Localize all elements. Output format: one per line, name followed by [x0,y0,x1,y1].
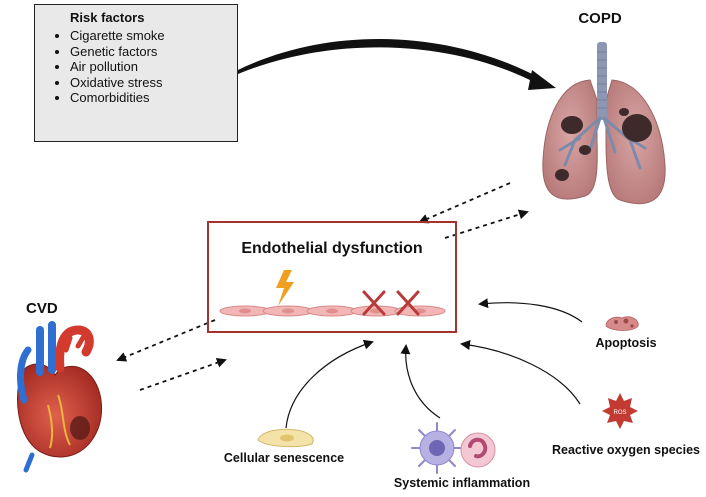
ros-icon: ROS [602,393,638,429]
lightning-icon [276,270,294,306]
risk-factors-box [34,4,238,142]
risk-factors-title: Risk factors [70,10,145,25]
cross-icon [396,290,420,316]
senescent-cell-icon [257,428,314,448]
ros-arrow [460,340,581,405]
risk-factors-list: Cigarette smoke Genetic factors Air poll… [52,28,165,106]
cross-icon [362,290,386,316]
endothelial-to-copd-arrow [444,209,529,239]
endothelial-dysfunction-box [207,221,457,333]
reactive-oxygen-species-label: Reactive oxygen species [552,443,700,457]
apoptosis-arrow [478,298,583,323]
apoptosis-label: Apoptosis [595,336,657,350]
risk-factor-item: Oxidative stress [70,75,165,91]
risk-factor-item: Comorbidities [70,90,165,106]
ros-badge: ROS [613,410,626,416]
copd-to-endothelial-arrow [418,182,511,224]
cellular-senescence-label: Cellular senescence [223,451,345,465]
risk-factor-item: Cigarette smoke [70,28,165,44]
copd-label: COPD [578,10,622,27]
endothelial-dysfunction-title: Endothelial dysfunction [241,240,423,257]
lungs-icon [542,42,666,205]
cvd-label: CVD [26,300,58,317]
heart-icon [17,321,103,473]
cvd-to-endothelial-arrow [139,357,227,391]
neutrophil-icon [460,432,496,468]
systemic-inflammation-label: Systemic inflammation [393,476,531,490]
apoptosis-icon [605,316,639,331]
risk-factor-item: Genetic factors [70,44,165,60]
inflammation-arrow [400,344,441,419]
endothelial-to-cvd-arrow [116,319,216,362]
senescence-arrow [285,339,374,429]
risk-to-copd-arrowhead [528,70,556,90]
risk-to-copd-arrow [238,38,540,84]
immune-cell-icon [411,422,463,474]
risk-factor-item: Air pollution [70,59,165,75]
